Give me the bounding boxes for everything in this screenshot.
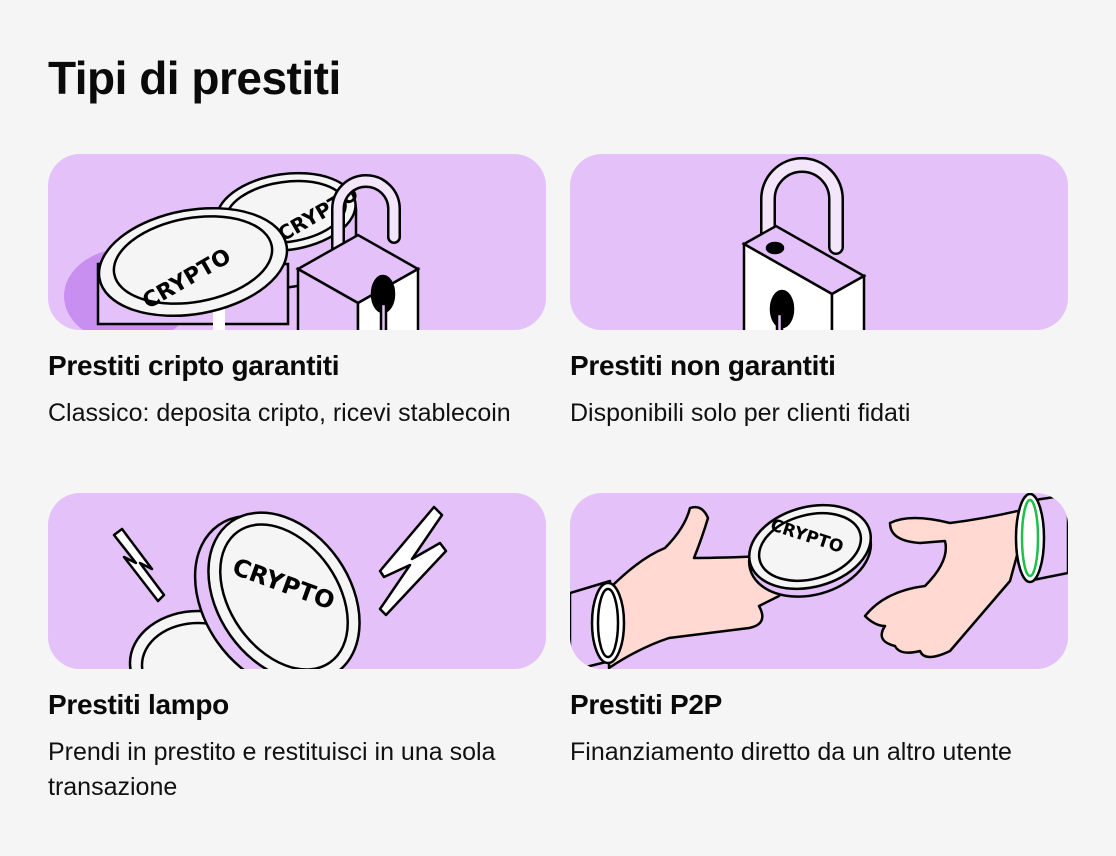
card-title: Prestiti cripto garantiti <box>48 350 340 381</box>
card-description: Classico: deposita cripto, ricevi stable… <box>48 399 511 427</box>
hands-coin-illustration: CRYPTO <box>570 493 1068 669</box>
card-description: Finanziamento diretto da un altro utente <box>570 738 1012 766</box>
page-title: Tipi di prestiti <box>48 52 341 104</box>
coin-lightning-illustration: CRYPTO <box>48 493 546 669</box>
card-description: Disponibili solo per clienti fidati <box>570 399 911 427</box>
loan-type-card-flash: CRYPTO Prestiti lampo Prendi in prestito… <box>48 493 546 805</box>
open-padlock-illustration <box>570 154 1068 330</box>
loan-type-card-p2p: CRYPTO Prestiti P2P Finanziamento dirett… <box>570 493 1068 770</box>
hands-coin-icon: CRYPTO <box>570 493 1068 669</box>
coins-padlock-icon: CRYPTO CRYPTO <box>64 171 421 330</box>
card-title: Prestiti P2P <box>570 689 723 720</box>
loan-type-card-unsecured: Prestiti non garantiti Disponibili solo … <box>570 154 1068 431</box>
loan-type-card-collateralized: CRYPTO CRYPTO Prestiti cripto garantiti … <box>48 154 546 431</box>
coin-lightning-icon: CRYPTO <box>112 505 448 669</box>
card-title: Prestiti non garantiti <box>570 350 836 381</box>
card-title: Prestiti lampo <box>48 689 229 720</box>
open-padlock-icon <box>741 157 867 330</box>
card-description: Prendi in prestito e restituisci in una … <box>48 738 496 801</box>
coins-padlock-illustration: CRYPTO CRYPTO <box>48 154 546 330</box>
